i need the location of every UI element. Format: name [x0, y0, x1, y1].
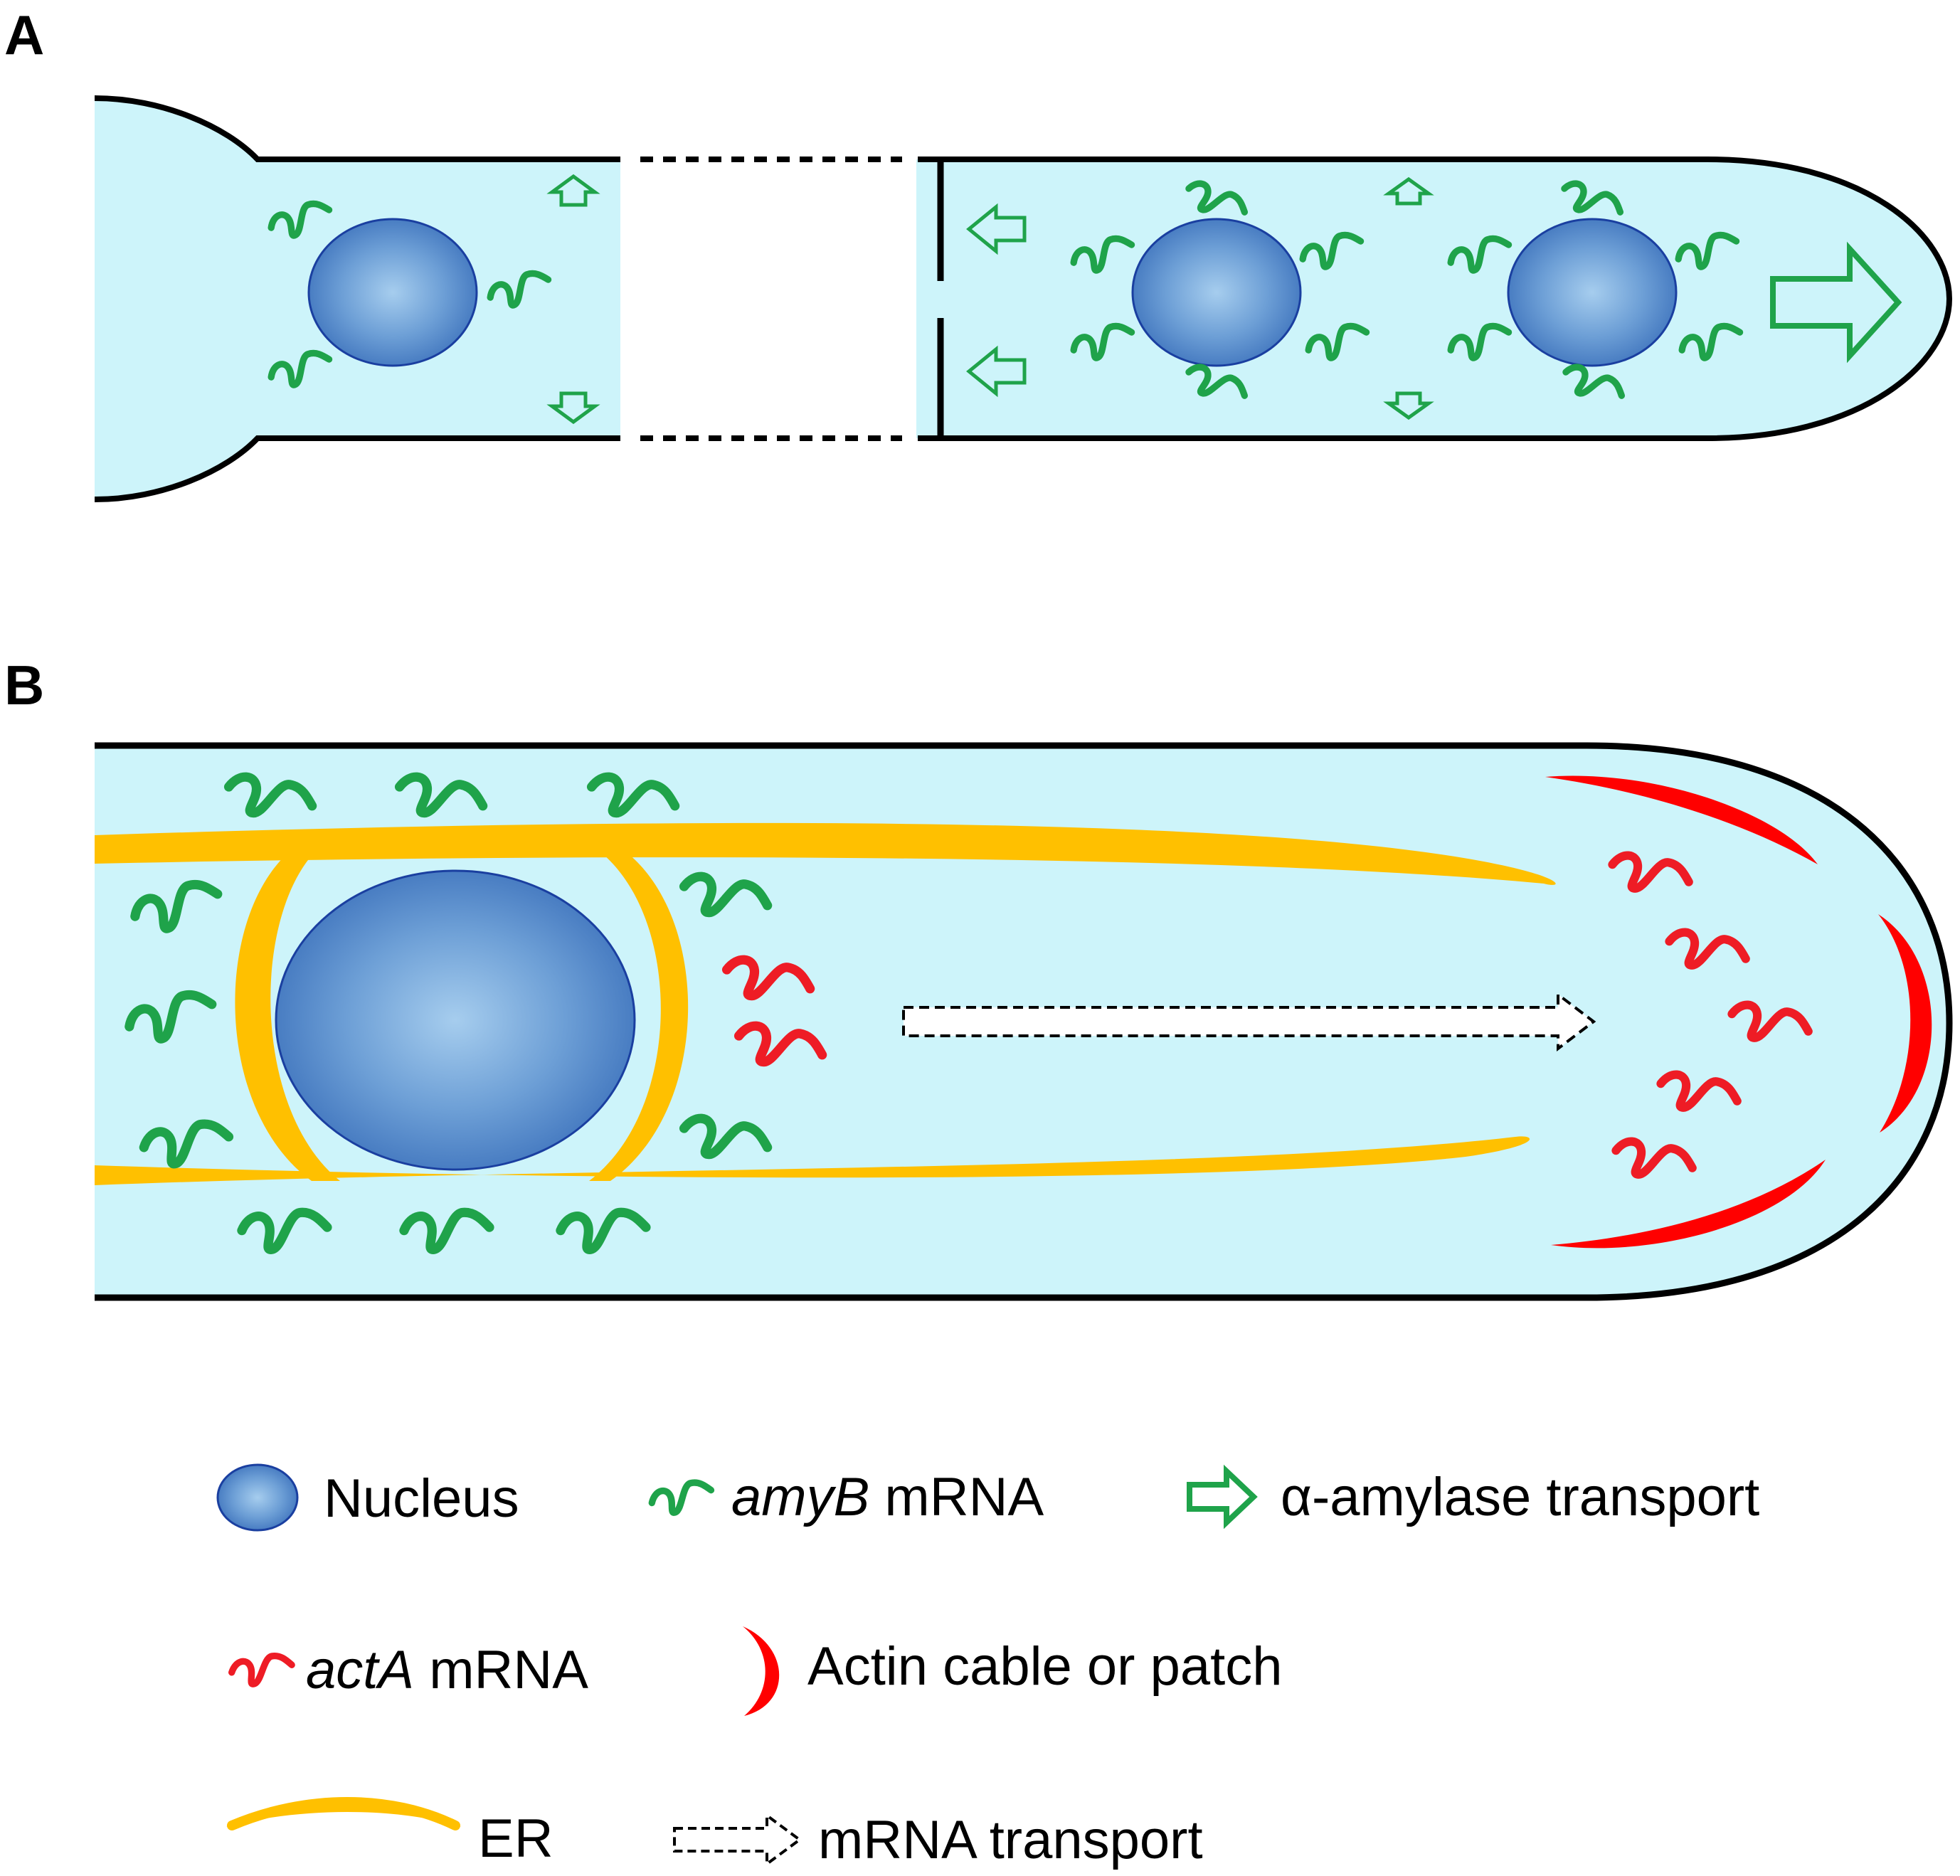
legend-acta-label: actA mRNA: [306, 1640, 588, 1700]
nucleus: [275, 869, 636, 1171]
er-band-icon-stroke: [227, 1797, 460, 1830]
secretion-arrow-down: [1383, 391, 1434, 420]
hypha-a-left-membrane: [94, 95, 620, 502]
mrna-transport-arrow: [902, 991, 1596, 1052]
nucleus: [1507, 218, 1678, 367]
legend-mrna-transport-label: mRNA transport: [818, 1810, 1203, 1870]
secretion-arrow-tip: [1770, 241, 1902, 364]
panel-b-actin: [1545, 775, 1932, 1249]
hypha-b-membrane: [95, 742, 1953, 1301]
secretion-arrow-up: [1383, 176, 1434, 206]
nucleus-icon: [216, 1463, 299, 1532]
secretion-arrow-down: [546, 391, 600, 425]
panel-a-secretion-arrows: [546, 174, 1902, 425]
panel-b-er: [95, 822, 1556, 1185]
legend-nucleus-label: Nucleus: [324, 1468, 519, 1529]
nucleus: [307, 218, 478, 367]
actin-patch: [1878, 914, 1932, 1133]
panel-a-label: A: [4, 4, 44, 66]
acta-mrna-icon: [230, 1653, 294, 1687]
nucleus: [1131, 218, 1302, 367]
panel-b-label: B: [4, 654, 44, 716]
hypha-a-right-cytoplasm: [941, 159, 1949, 438]
green-hollow-arrow-icon: [1187, 1464, 1258, 1530]
legend-er-label: ER: [478, 1808, 553, 1869]
actin-cable: [1551, 1160, 1826, 1249]
legend: Nucleus amyB mRNA α-amylase transport ac…: [216, 1463, 1759, 1870]
secretion-arrow-up: [546, 174, 600, 207]
red-crescent-icon: [743, 1626, 780, 1716]
secretion-arrow-left: [966, 345, 1027, 398]
secretion-arrow-left: [966, 203, 1027, 255]
panel-a-nuclei: [307, 218, 1678, 367]
legend-amyb-label: amyB mRNA: [731, 1467, 1044, 1527]
legend-actin-label: Actin cable or patch: [807, 1636, 1283, 1697]
legend-alpha-amylase-label: α-amylase transport: [1281, 1467, 1759, 1527]
legend-amyb-suffix: mRNA: [869, 1467, 1044, 1527]
er-cisterna-top: [95, 822, 1556, 885]
er-nuclear-arc-left: [235, 851, 340, 1181]
er-cisterna-bottom: [95, 1136, 1530, 1185]
dashed-arrow-icon: [673, 1813, 802, 1867]
er-nuclear-arc-right: [589, 851, 689, 1181]
legend-amyb-gene: amyB: [731, 1467, 869, 1527]
hypha-a-right-preseptum: [916, 159, 941, 438]
actin-cable: [1545, 775, 1818, 864]
legend-acta-gene: actA: [306, 1640, 414, 1700]
legend-acta-suffix: mRNA: [414, 1640, 588, 1700]
amyb-mrna-icon: [650, 1478, 714, 1517]
hypha-a-right-membrane: [918, 157, 1953, 441]
